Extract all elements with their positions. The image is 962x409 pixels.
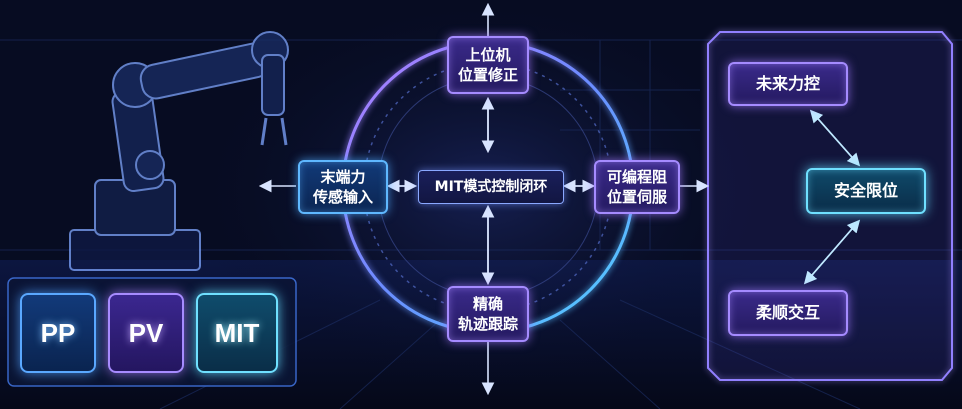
node-right-impedance-servo: 可编程阻 位置伺服 <box>594 160 680 214</box>
mode-mit-label: MIT <box>214 317 260 348</box>
mode-pv: PV <box>108 293 184 373</box>
center-label: MIT模式控制闭环 <box>434 179 548 195</box>
node-top-line2: 位置修正 <box>457 66 518 84</box>
mode-pp: PP <box>20 293 96 373</box>
node-center-mit-loop: MIT模式控制闭环 <box>418 170 564 204</box>
node-right-line1: 可编程阻 <box>606 168 667 186</box>
node-top-line1: 上位机 <box>465 46 511 64</box>
panel-future-force-control: 未来力控 <box>728 62 848 106</box>
mode-pp-label: PP <box>40 317 76 348</box>
panel-safety-limit: 安全限位 <box>806 168 926 214</box>
node-left-line1: 末端力 <box>320 168 366 186</box>
node-left-line2: 传感输入 <box>312 188 373 206</box>
node-bottom-line2: 轨迹跟踪 <box>457 315 518 333</box>
node-top-position-correction: 上位机 位置修正 <box>447 36 529 94</box>
panel-future-label: 未来力控 <box>755 74 820 93</box>
panel-compliant-interaction: 柔顺交互 <box>728 290 848 336</box>
mode-pv-label: PV <box>128 317 164 348</box>
node-bottom-line1: 精确 <box>472 295 503 313</box>
panel-safety-label: 安全限位 <box>833 181 898 200</box>
mode-mit: MIT <box>196 293 278 373</box>
robot-arm-illustration <box>69 31 289 271</box>
node-bottom-trajectory-tracking: 精确 轨迹跟踪 <box>447 286 529 342</box>
node-right-line2: 位置伺服 <box>606 188 667 206</box>
panel-compliant-label: 柔顺交互 <box>755 303 820 322</box>
node-left-force-sensor: 末端力 传感输入 <box>298 160 388 214</box>
